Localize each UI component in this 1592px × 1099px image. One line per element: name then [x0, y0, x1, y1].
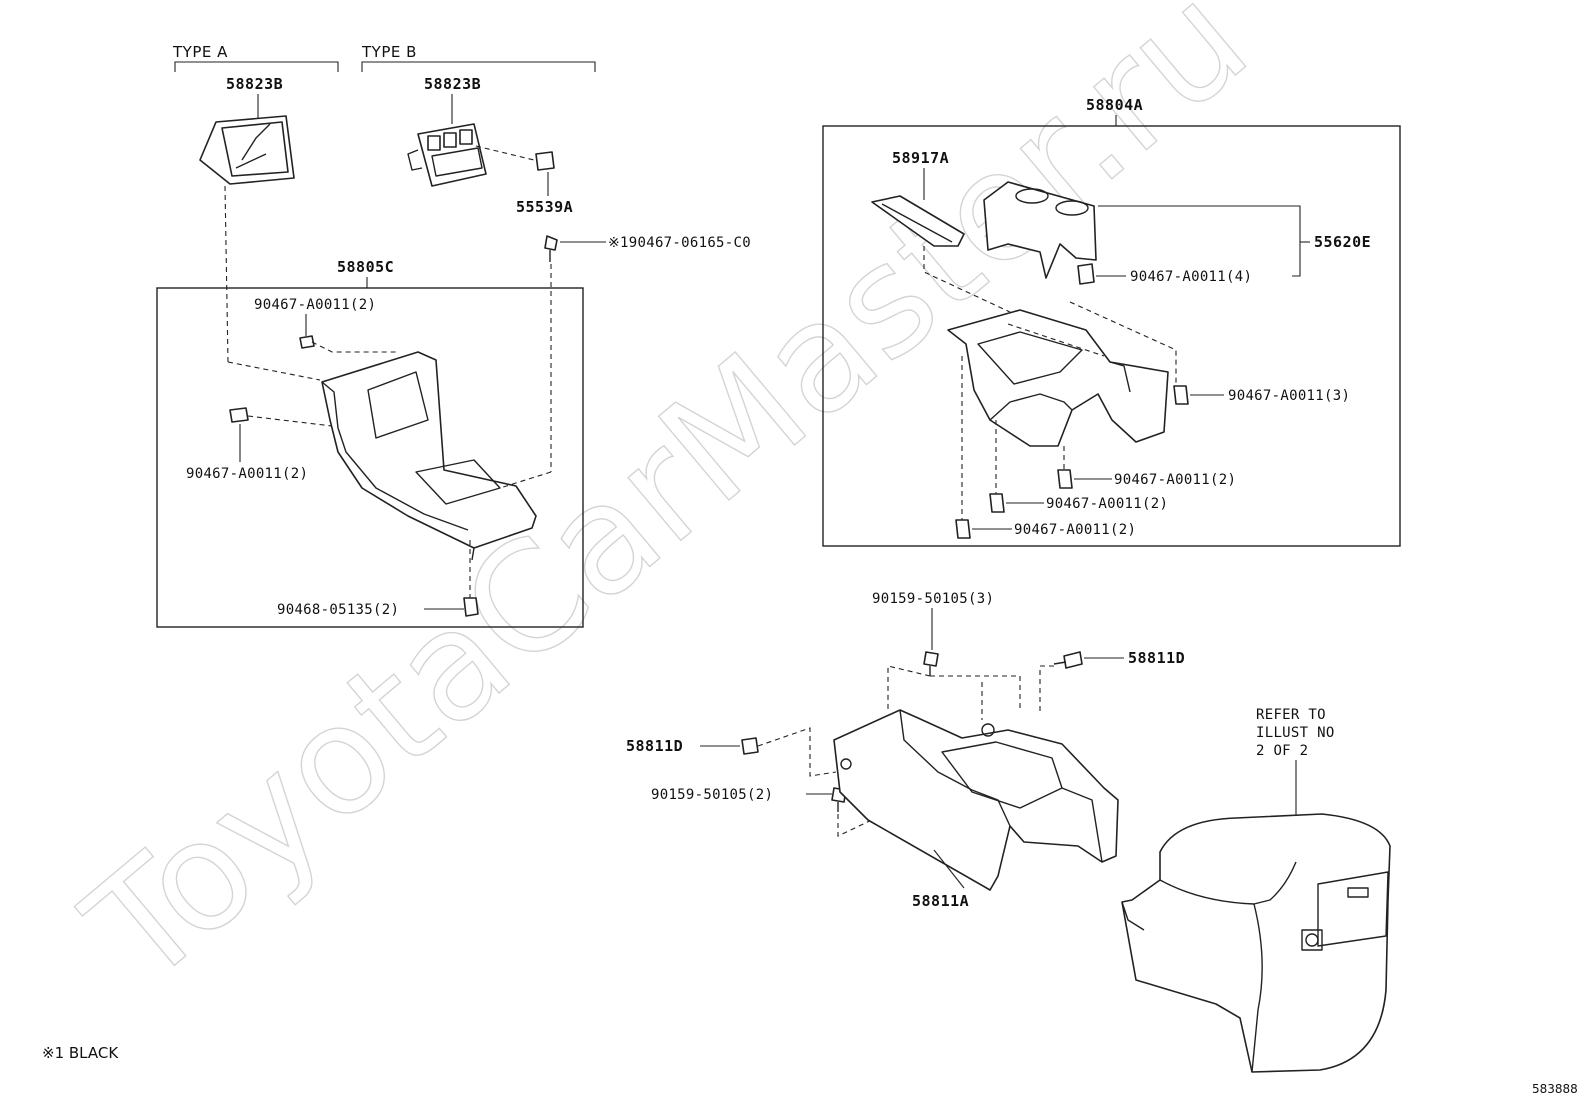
label-clip-3: 90467-A0011(3): [1228, 388, 1350, 404]
label-clip-mid-left: 90467-A0011(2): [186, 466, 308, 482]
refer-note-line3: 2 OF 2: [1256, 743, 1308, 759]
label-clip-r3: 90467-A0011(2): [1014, 522, 1136, 538]
label-58805c: 58805C: [337, 258, 394, 276]
label-clip-r1: 90467-A0011(2): [1114, 472, 1236, 488]
label-58811a: 58811A: [912, 892, 969, 910]
clip-right-r3: [955, 519, 971, 539]
label-55620e: 55620E: [1314, 233, 1371, 251]
label-bolt-left: 58811D: [626, 737, 683, 755]
clip-right-r2: [989, 493, 1005, 513]
frame-58804a: [822, 125, 1401, 547]
clip-55620e: [1077, 263, 1095, 285]
clip-lower-left: [463, 597, 479, 617]
label-58917a: 58917A: [892, 149, 949, 167]
console-body-58811a: [833, 709, 1119, 891]
shift-bezel-type-b: [407, 123, 487, 187]
shift-bezel-type-a: [199, 115, 295, 185]
label-bolt-right: 58811D: [1128, 649, 1185, 667]
armrest-assembly: [1121, 813, 1391, 1073]
refer-note-line2: ILLUST NO: [1256, 725, 1335, 741]
bolt-left-58811d: [741, 737, 759, 755]
frame-58805c: [156, 287, 584, 628]
label-58804a: 58804A: [1086, 96, 1143, 114]
screw-upper: [923, 651, 939, 676]
illustration-id: 583888: [1532, 1082, 1578, 1096]
clip-right-r1: [1057, 469, 1073, 489]
clip-mid-left: [229, 407, 249, 423]
refer-note-line1: REFER TO: [1256, 707, 1326, 723]
footnote: ※1 BLACK: [42, 1044, 119, 1062]
label-clip-upper-left: 90467-A0011(2): [254, 297, 376, 313]
type-b-label: TYPE B: [361, 43, 417, 61]
screw-90467-06165: [544, 235, 558, 262]
type-b-bracket: TYPE B: [361, 43, 596, 72]
insert-55539a: [535, 151, 555, 171]
label-screw-3: 90159-50105(3): [872, 591, 994, 607]
label-clip-4: 90467-A0011(4): [1130, 269, 1252, 285]
label-clip-r2: 90467-A0011(2): [1046, 496, 1168, 512]
label-55539a: 55539A: [516, 198, 573, 216]
bolt-right-58811d: [1053, 651, 1083, 669]
label-clip-lower: 90468-05135(2): [277, 602, 399, 618]
console-58805c: [321, 351, 537, 561]
label-screw-2: 90159-50105(2): [651, 787, 773, 803]
console-box-58804a: [947, 309, 1169, 447]
cup-holder-55620e: [983, 181, 1097, 279]
clip-upper-left: [299, 335, 315, 349]
label-screw-note: ※190467-06165-C0: [608, 235, 751, 251]
type-a-bracket: TYPE A: [172, 43, 339, 72]
label-58823b-a: 58823B: [226, 75, 283, 93]
clip-right-3: [1173, 385, 1189, 405]
label-58823b-b: 58823B: [424, 75, 481, 93]
type-a-label: TYPE A: [172, 43, 228, 61]
lid-58917a: [871, 195, 965, 247]
